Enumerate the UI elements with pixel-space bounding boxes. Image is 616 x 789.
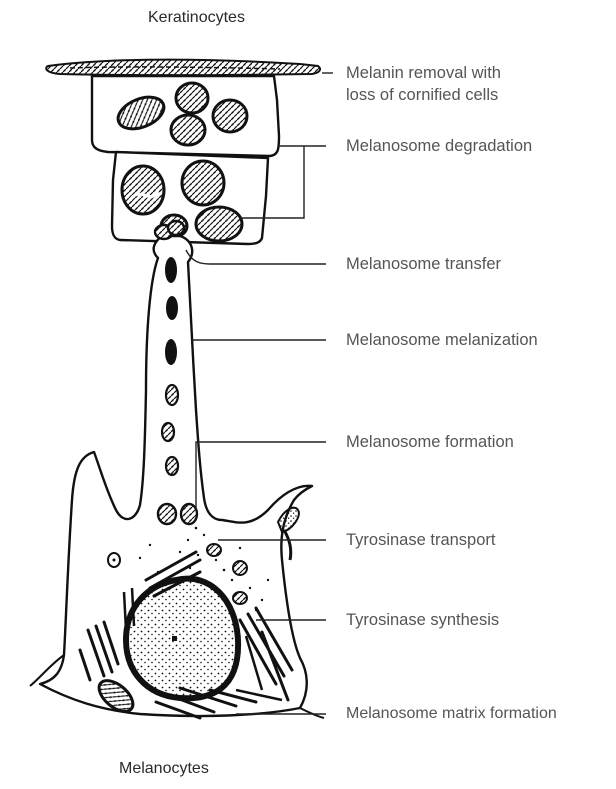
melanosome-cluster <box>176 83 208 113</box>
label-melanosome-transfer: Melanosome transfer <box>346 253 501 275</box>
label-melanosome-matrix-formation: Melanosome matrix formation <box>346 703 557 725</box>
label-melanin-removal: Melanin removal with loss of cornified c… <box>346 62 501 106</box>
label-melanosome-melanization: Melanosome melanization <box>346 329 538 351</box>
melanocytes-heading: Melanocytes <box>119 760 209 778</box>
melanosome-cluster <box>196 207 242 241</box>
leader-melanosome-formation <box>196 442 326 508</box>
label-tyrosinase-transport: Tyrosinase transport <box>346 529 495 551</box>
label-melanosome-degradation: Melanosome degradation <box>346 135 532 157</box>
label-melanosome-formation: Melanosome formation <box>346 431 514 453</box>
leader-melanosome-transfer <box>186 250 326 264</box>
label-tyrosinase-synthesis: Tyrosinase synthesis <box>346 609 499 631</box>
keratinocyte-lower <box>112 152 268 244</box>
melanosome-cluster <box>213 100 247 132</box>
melanosome-cluster <box>182 161 224 205</box>
melanosome-cluster <box>122 166 164 214</box>
keratinocyte-upper <box>92 76 279 156</box>
cornified-cell-layer <box>46 60 320 75</box>
melanocyte <box>30 221 324 718</box>
melanosome-cluster <box>171 115 205 145</box>
